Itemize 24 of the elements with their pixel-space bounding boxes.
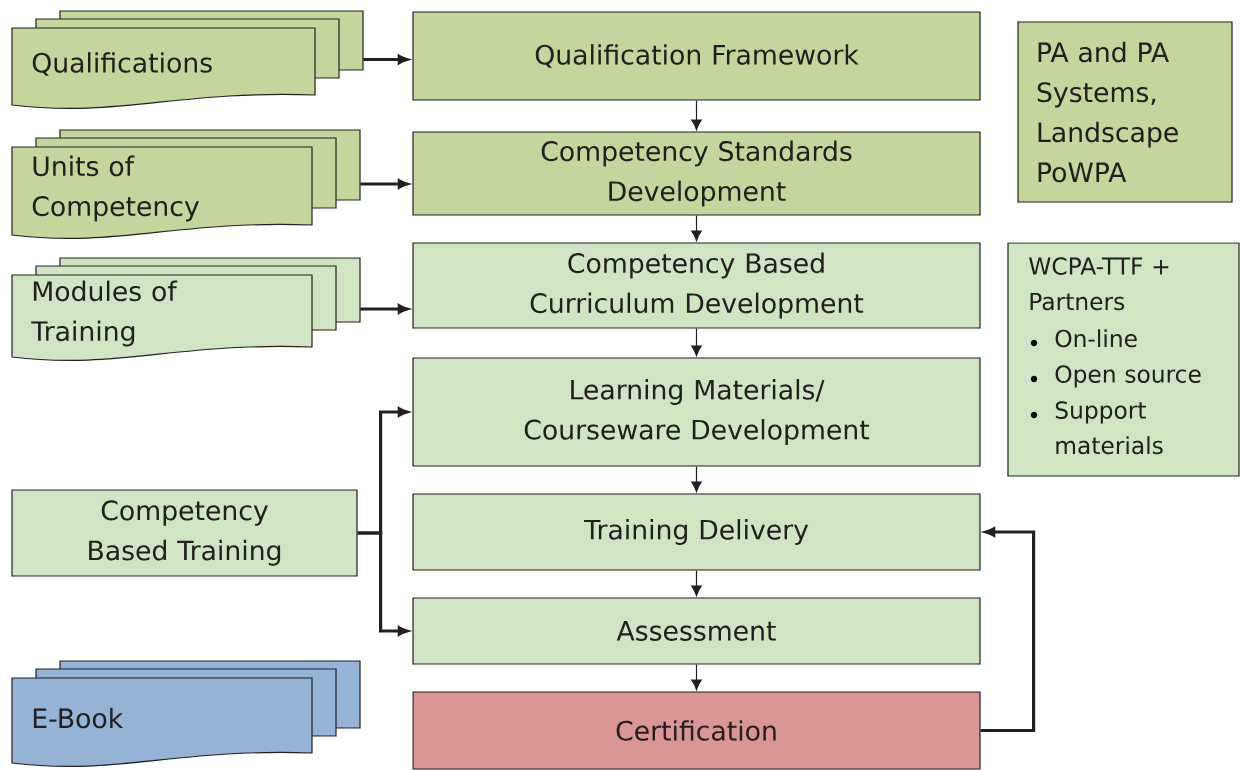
document-stack: Units of Competency <box>11 129 361 239</box>
process-box: Learning Materials/ Courseware Development <box>412 357 981 467</box>
arrow <box>360 179 409 189</box>
document-stack: Qualifications <box>11 10 364 109</box>
arrow <box>691 570 702 597</box>
arrow <box>691 664 702 691</box>
arrow <box>360 304 409 314</box>
info-box: WCPA-TTF + Partners On-line Open source Support materials <box>1007 242 1240 477</box>
arrow <box>980 527 1036 733</box>
arrow <box>691 328 702 357</box>
document-stack: E-Book <box>11 660 361 767</box>
process-box: Competency Based Training <box>11 489 358 577</box>
process-box: Competency Based Curriculum Development <box>412 242 981 329</box>
arrow <box>691 466 702 493</box>
process-box: Competency Standards Development <box>412 131 981 216</box>
process-box: Assessment <box>412 597 981 665</box>
arrow <box>691 215 702 242</box>
process-box: Training Delivery <box>412 493 981 571</box>
process-box: Qualification Framework <box>412 11 981 101</box>
document-stack: Modules of Training <box>11 257 361 362</box>
note-box: PA and PA Systems, Landscape PoWPA <box>1017 21 1233 203</box>
process-box: Certification <box>412 691 981 770</box>
arrow <box>691 100 702 131</box>
arrow <box>357 531 409 636</box>
